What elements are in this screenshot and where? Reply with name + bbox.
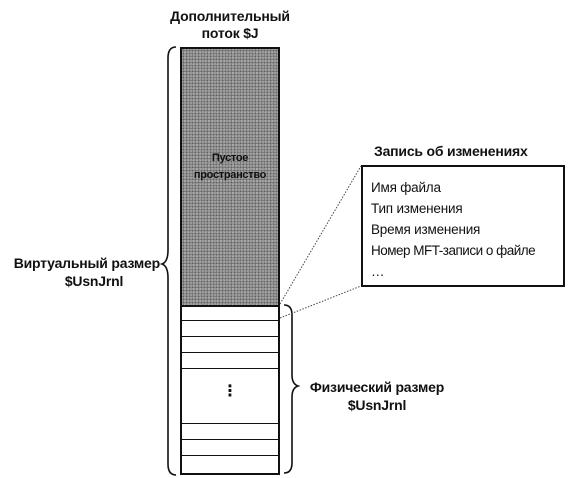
empty-space-label: Пустое пространство <box>182 150 278 184</box>
physical-size-brace <box>283 304 301 474</box>
virtual-size-brace <box>159 46 177 476</box>
physical-size-label: Физический размер $UsnJrnl <box>302 378 452 414</box>
change-record-title: Запись об изменениях <box>374 143 528 159</box>
empty-space-line1: Пустое <box>211 152 249 164</box>
physical-size-line2: $UsnJrnl <box>347 397 407 413</box>
record-row-divider <box>182 439 278 440</box>
change-record-box: Имя файла Тип изменения Время изменения … <box>361 165 565 287</box>
virtual-size-line2: $UsnJrnl <box>64 273 124 289</box>
stream-title-line2: поток $J <box>201 25 259 41</box>
empty-space-line2: пространство <box>193 169 267 181</box>
connector-line-bottom <box>279 285 362 319</box>
record-field: Номер MFT-записи о файле <box>371 243 536 258</box>
record-field: Тип изменения <box>371 201 463 216</box>
record-field: Время изменения <box>371 222 481 237</box>
connector-line-top <box>279 165 362 305</box>
physical-size-line1: Физический размер <box>309 379 445 395</box>
record-field: Имя файла <box>371 180 441 195</box>
stream-title-line1: Дополнительный <box>170 8 290 24</box>
record-row-divider <box>182 336 278 337</box>
record-field: … <box>371 264 385 279</box>
virtual-size-label: Виртуальный размер $UsnJrnl <box>8 254 161 290</box>
record-row-divider <box>182 455 278 456</box>
record-row-divider <box>182 320 278 321</box>
stream-column: Пустое пространство ⋮ <box>180 47 280 475</box>
record-row-divider <box>182 423 278 424</box>
record-row-divider <box>182 352 278 353</box>
empty-space-region: Пустое пространство <box>182 49 278 307</box>
record-row-divider <box>182 368 278 369</box>
stream-title: Дополнительный поток $J <box>150 8 310 42</box>
virtual-size-line1: Виртуальный размер <box>13 255 161 271</box>
